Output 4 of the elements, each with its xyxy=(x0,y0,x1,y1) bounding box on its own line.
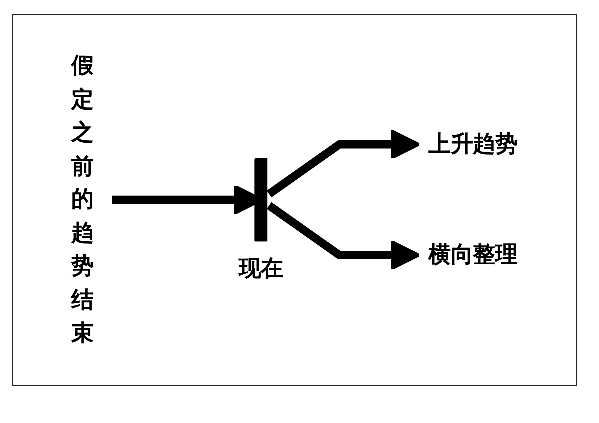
bar-caption: 现在 xyxy=(239,256,284,282)
arrow xyxy=(266,129,421,198)
arrow xyxy=(266,202,421,271)
node-text: 上升趋势 xyxy=(428,131,518,158)
